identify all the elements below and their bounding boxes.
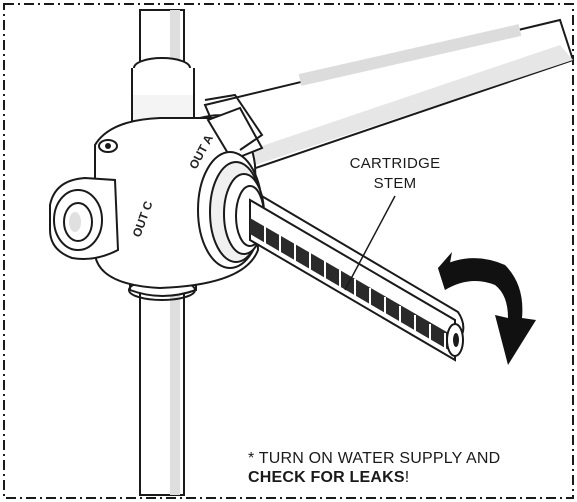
instruction-prefix: * TURN ON WATER SUPPLY AND xyxy=(248,450,501,467)
cartridge-stem-callout: CARTRIDGE STEM xyxy=(344,155,441,291)
instruction-suffix: ! xyxy=(404,469,410,486)
instruction-text: * TURN ON WATER SUPPLY AND CHECK FOR LEA… xyxy=(248,449,568,487)
diagram-border xyxy=(3,3,574,499)
cartridge-stem xyxy=(249,194,465,362)
callout-line-1: CARTRIDGE xyxy=(350,155,441,172)
callout-line-2: STEM xyxy=(374,175,417,192)
diagonal-pipe xyxy=(203,18,575,177)
upper-port-nut xyxy=(204,93,264,162)
instruction-emphasis: CHECK FOR LEAKS xyxy=(248,469,405,486)
left-port-nut xyxy=(49,176,120,260)
callout-leader-line xyxy=(344,195,396,291)
rotate-arrow-icon xyxy=(438,252,536,365)
